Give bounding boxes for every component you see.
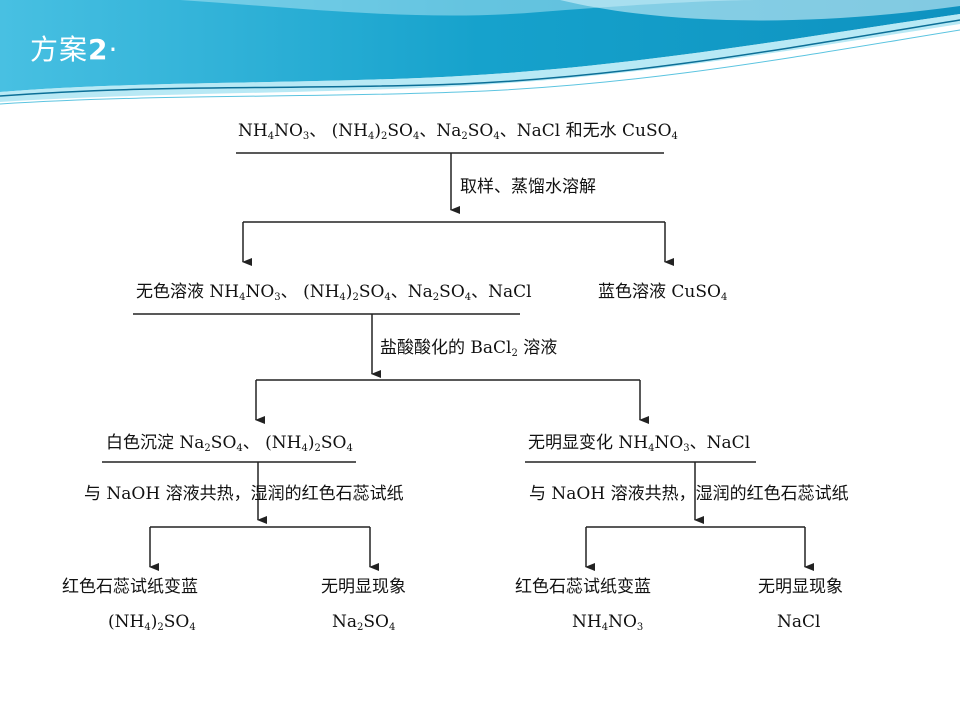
- formula-text: SO: [210, 433, 237, 453]
- result-ll-text: 红色石蕊试纸变蓝: [62, 577, 198, 597]
- node-white-precipitate: 白色沉淀 Na2SO4、 (NH4)2SO4: [106, 433, 353, 454]
- formula-text: NH: [572, 612, 602, 632]
- step-naoh-left: 与 NaOH 溶液共热，湿润的红色石蕊试纸: [84, 484, 404, 504]
- node-start-mixture: NH4NO3、 (NH4)2SO4、Na2SO4、NaCl 和无水 CuSO4: [238, 121, 678, 142]
- formula-subscript: 2: [157, 622, 164, 633]
- formula-subscript: 4: [239, 292, 246, 303]
- formula-subscript: 4: [368, 131, 375, 142]
- formula-text: ): [307, 433, 315, 453]
- formula-subscript: 4: [301, 443, 308, 454]
- formula-subscript: 4: [601, 622, 609, 633]
- formula-subscript: 3: [636, 622, 644, 633]
- formula-subscript: 2: [352, 292, 359, 303]
- header-banner: [0, 0, 960, 105]
- formula-text: 、NaCl 和无水 CuSO: [499, 121, 672, 141]
- formula-subscript: 4: [493, 131, 500, 142]
- step-bacl2: 盐酸酸化的 BaCl2 溶液: [380, 338, 558, 359]
- formula-subscript: 4: [236, 443, 243, 454]
- formula-text: 无明显变化 NH: [528, 433, 649, 453]
- formula-subscript: 4: [189, 622, 196, 633]
- formula-subscript: 4: [720, 292, 728, 303]
- formula-subscript: 2: [204, 443, 211, 454]
- formula-text: ): [374, 121, 382, 141]
- formula-subscript: 4: [464, 292, 472, 303]
- formula-text: NO: [274, 121, 303, 141]
- result-rl-formula: NH4NO3: [572, 612, 644, 633]
- formula-subscript: 2: [381, 131, 388, 142]
- formula-text: 无色溶液 NH: [136, 282, 240, 302]
- formula-text: ): [345, 282, 353, 302]
- formula-subscript: 4: [267, 131, 275, 142]
- node-blue-solution: 蓝色溶液 CuSO4: [598, 282, 728, 303]
- formula-subscript: 2: [314, 443, 321, 454]
- result-lr-formula: Na2SO4: [332, 612, 396, 633]
- formula-subscript: 3: [274, 292, 281, 303]
- formula-text: 白色沉淀 Na: [106, 433, 205, 453]
- formula-text: NaCl: [777, 612, 821, 632]
- formula-text: 、NaCl: [689, 433, 751, 453]
- formula-text: SO: [467, 121, 494, 141]
- formula-subscript: 4: [384, 292, 391, 303]
- step-naoh-right: 与 NaOH 溶液共热，湿润的红色石蕊试纸: [529, 484, 849, 504]
- formula-text: SO: [387, 121, 413, 141]
- formula-text: 溶液: [517, 338, 558, 358]
- node-colorless-solution: 无色溶液 NH4NO3、 (NH4)2SO4、Na2SO4、NaCl: [136, 282, 532, 303]
- formula-subscript: 4: [339, 292, 346, 303]
- formula-text: NO: [245, 282, 275, 302]
- formula-subscript: 3: [302, 131, 310, 142]
- formula-text: (NH: [108, 612, 145, 632]
- formula-text: ): [150, 612, 158, 632]
- formula-text: 、 (NH: [242, 433, 302, 453]
- formula-text: 、 (NH: [309, 121, 369, 141]
- formula-text: 、Na: [390, 282, 433, 302]
- formula-subscript: 2: [461, 131, 468, 142]
- formula-subscript: 3: [683, 443, 690, 454]
- formula-text: SO: [358, 282, 385, 302]
- result-ll-formula: (NH4)2SO4: [108, 612, 196, 633]
- formula-text: SO: [320, 433, 347, 453]
- result-rr-formula: NaCl: [777, 613, 820, 632]
- formula-text: SO: [163, 612, 190, 632]
- formula-subscript: 4: [648, 443, 655, 454]
- formula-text: 蓝色溶液 CuSO: [598, 282, 721, 302]
- formula-text: NH: [238, 121, 268, 141]
- formula-text: NO: [654, 433, 684, 453]
- formula-subscript: 4: [671, 131, 678, 142]
- formula-subscript: 4: [413, 131, 420, 142]
- formula-text: SO: [439, 282, 465, 302]
- formula-text: 、 (NH: [280, 282, 340, 302]
- result-lr-text: 无明显现象: [321, 577, 406, 597]
- formula-subscript: 2: [357, 622, 364, 633]
- formula-text: Na: [332, 612, 358, 632]
- formula-text: 盐酸酸化的 BaCl: [380, 338, 512, 358]
- formula-text: 、Na: [419, 121, 462, 141]
- formula-subscript: 4: [144, 622, 151, 633]
- formula-text: SO: [363, 612, 389, 632]
- node-no-change: 无明显变化 NH4NO3、NaCl: [528, 433, 751, 454]
- formula-text: NO: [608, 612, 637, 632]
- formula-subscript: 4: [346, 443, 353, 454]
- result-rl-text: 红色石蕊试纸变蓝: [515, 577, 651, 597]
- slide-title: 方案2·: [30, 33, 119, 66]
- step-dissolve: 取样、蒸馏水溶解: [460, 177, 596, 197]
- formula-subscript: 2: [511, 348, 518, 359]
- formula-subscript: 2: [432, 292, 440, 303]
- formula-subscript: 4: [388, 622, 396, 633]
- formula-text: 、NaCl: [471, 282, 532, 302]
- result-rr-text: 无明显现象: [758, 577, 843, 597]
